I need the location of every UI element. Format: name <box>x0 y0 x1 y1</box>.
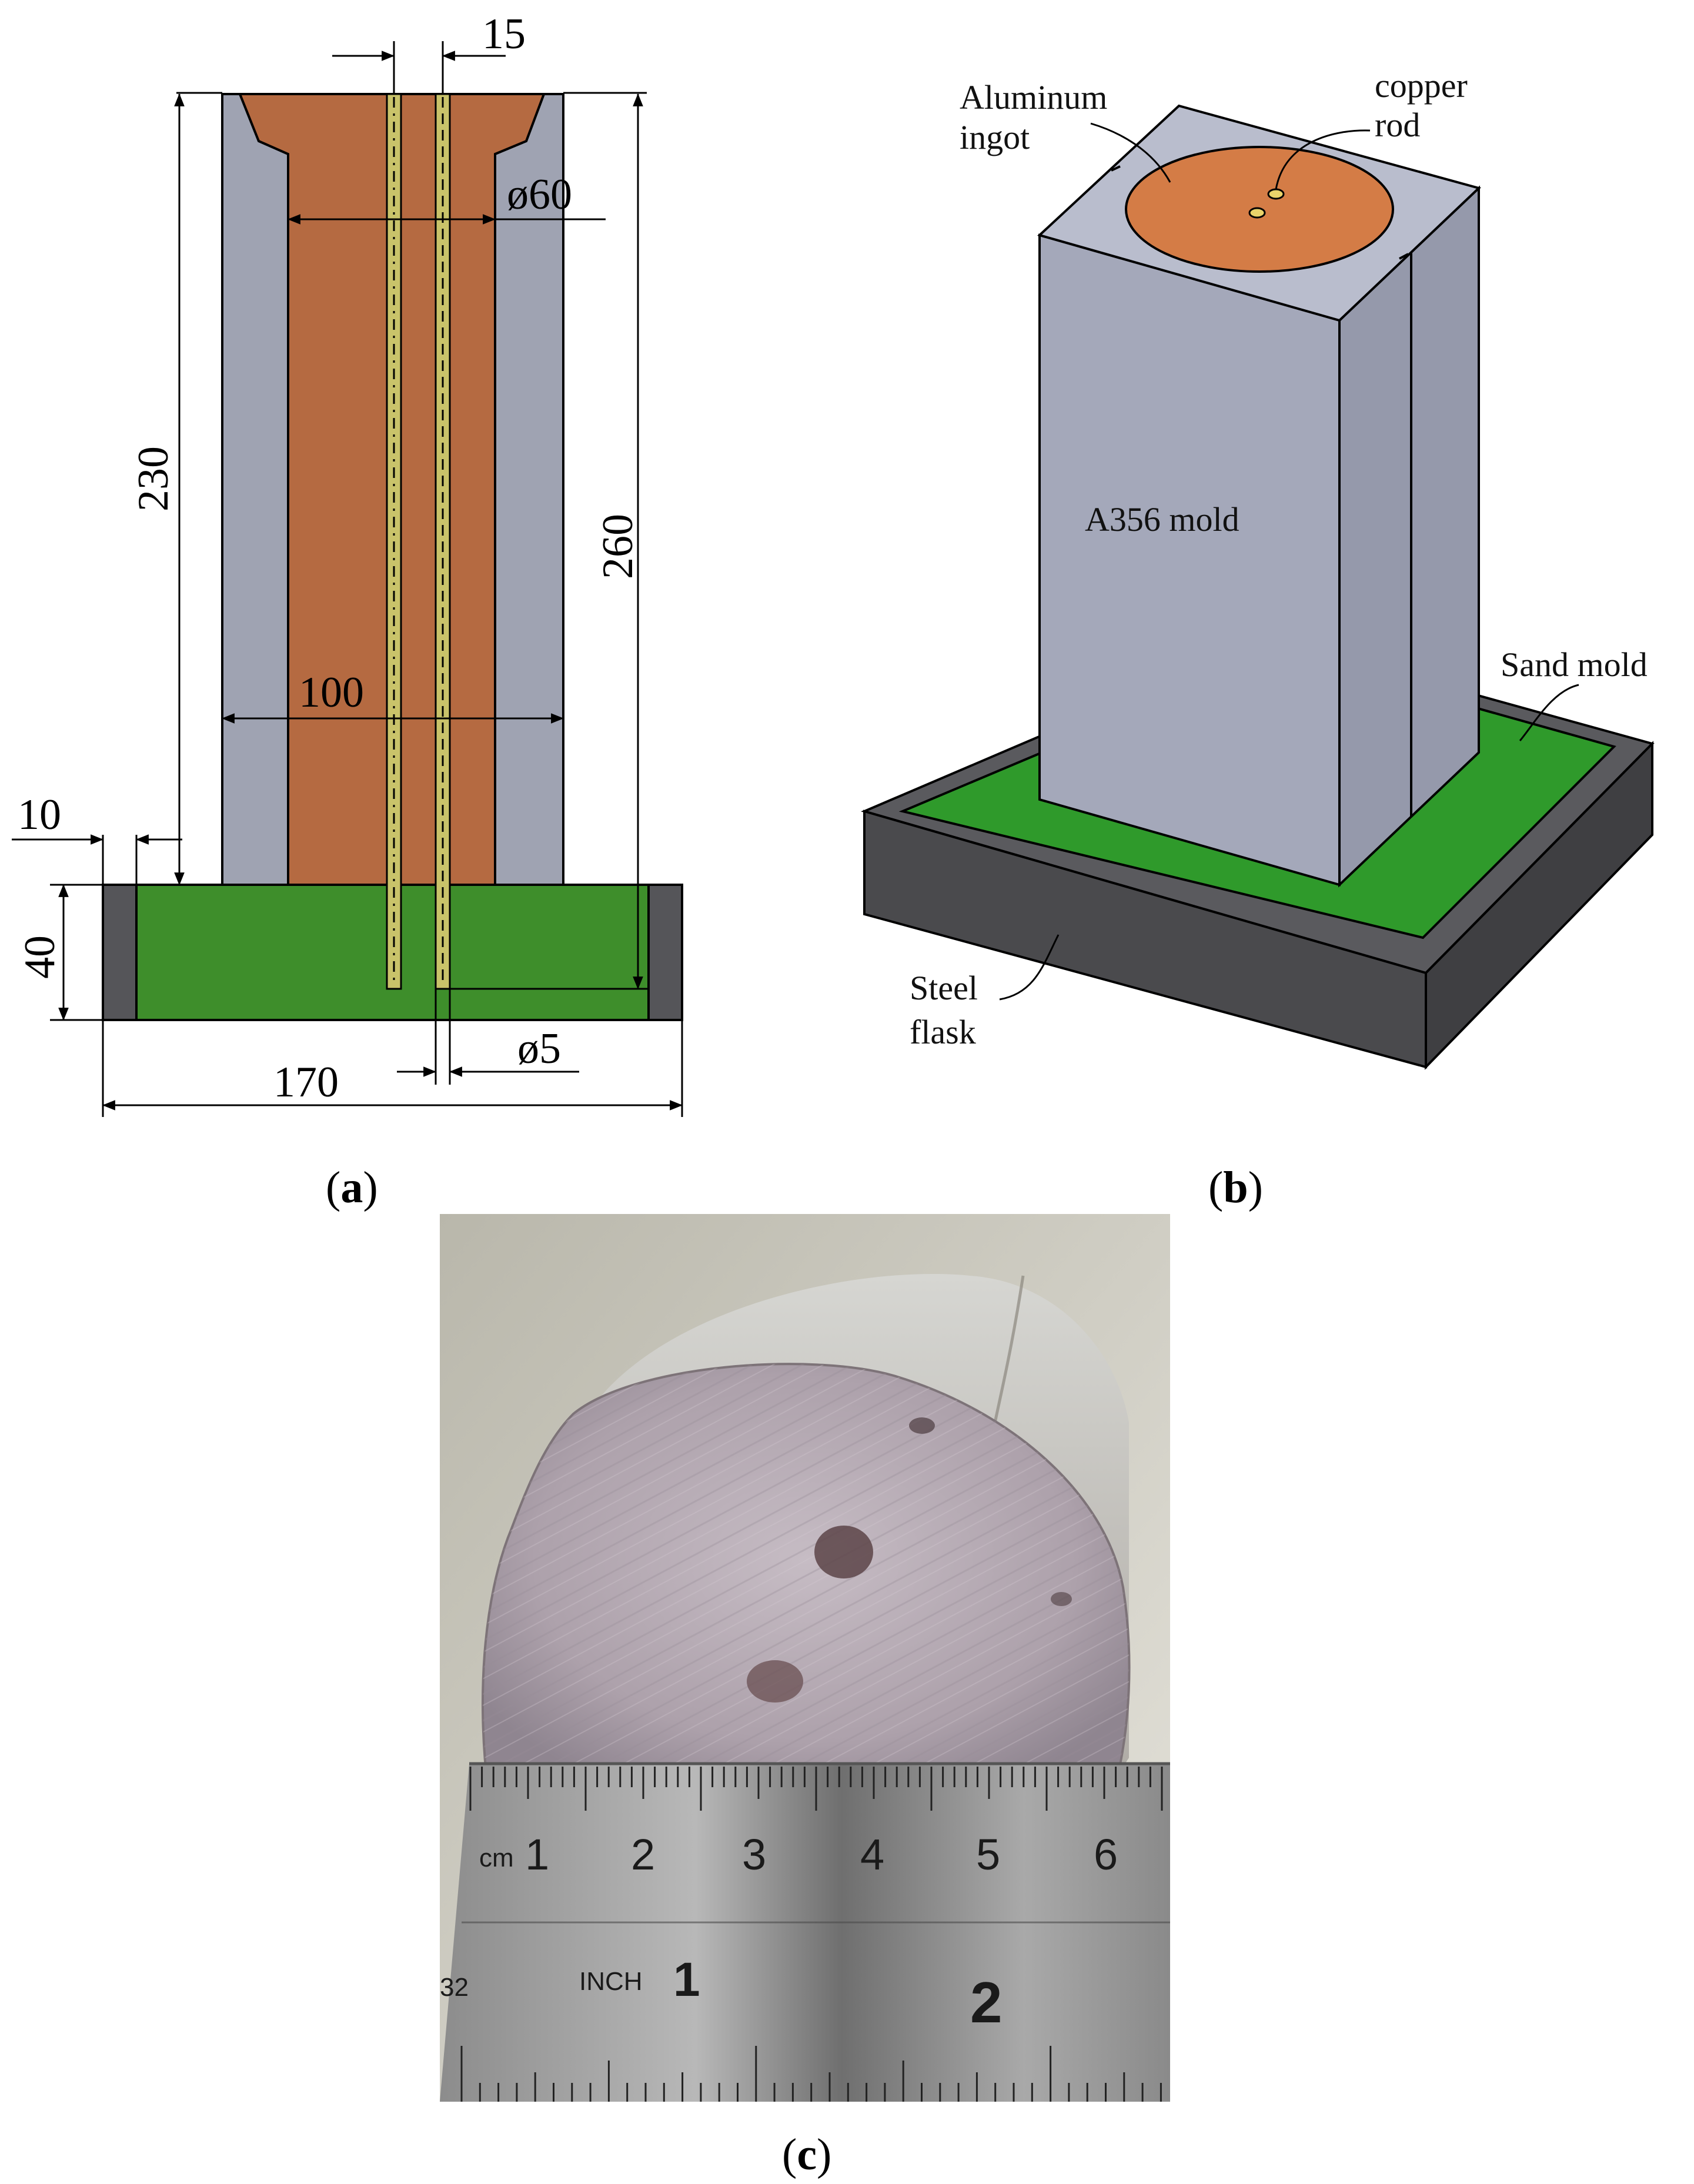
copper-rod-top-2 <box>1248 207 1266 219</box>
ruler-inch-2: 2 <box>970 1970 1003 2035</box>
copper-rod-top-1 <box>1267 188 1285 200</box>
dim-base-height: 40 <box>16 935 64 979</box>
label-mold: A356 mold <box>1085 500 1239 539</box>
ruler-edge-number: 32 <box>440 1973 469 2002</box>
mold-front <box>1038 233 1341 887</box>
caption-b: (b) <box>1208 1163 1263 1212</box>
dim-inner-diameter: ø60 <box>507 170 572 219</box>
ruler-cm-2: 2 <box>631 1830 655 1879</box>
ruler-ticks <box>460 1767 1163 2102</box>
rod-hole-2 <box>747 1660 803 1703</box>
ruler-cm-label: cm <box>479 1844 514 1872</box>
label-steel-flask-1: Steel <box>910 969 978 1007</box>
caption-c: (c) <box>782 2130 831 2179</box>
dim-wall-offset: 10 <box>18 791 61 839</box>
label-sand-mold: Sand mold <box>1501 645 1648 684</box>
ruler-inch-label: INCH <box>579 1967 643 1996</box>
dim-mold-width: 100 <box>299 668 364 717</box>
ruler-inch-1: 1 <box>673 1953 700 2006</box>
ruler-cm-4: 4 <box>860 1830 884 1879</box>
ruler-cm-3: 3 <box>742 1830 766 1879</box>
ruler-cm-1: 1 <box>525 1830 549 1879</box>
ruler-cm-6: 6 <box>1094 1830 1118 1879</box>
steel-flask-right <box>1425 741 1653 1070</box>
steel-ruler <box>440 1764 1170 2102</box>
panel-c-photo: cm 1 2 3 4 5 6 32 INCH 1 2 (c) <box>440 1214 1170 2179</box>
label-steel-flask-2: flask <box>910 1013 976 1051</box>
caption-a: (a) <box>326 1163 378 1212</box>
dim-height-rod: 260 <box>594 514 642 579</box>
dim-rod-diameter: ø5 <box>517 1025 561 1073</box>
label-copper-rod-1: copper <box>1375 66 1468 105</box>
rod-hole-1 <box>814 1526 873 1578</box>
label-aluminum-ingot-2: ingot <box>960 118 1030 156</box>
dim-height-mold: 230 <box>129 446 178 511</box>
dim-base-width: 170 <box>273 1058 339 1106</box>
panel-b: Aluminum ingot copper rod A356 mold Sand… <box>861 66 1655 1212</box>
panel-a: 15 ø60 230 260 100 10 40 170 <box>12 10 683 1212</box>
label-copper-rod-2: rod <box>1375 106 1420 144</box>
dim-rod-gap: 15 <box>482 10 526 58</box>
ruler-cm-5: 5 <box>976 1830 1000 1879</box>
mold-wall-left <box>221 93 289 886</box>
label-aluminum-ingot-1: Aluminum <box>960 78 1107 116</box>
